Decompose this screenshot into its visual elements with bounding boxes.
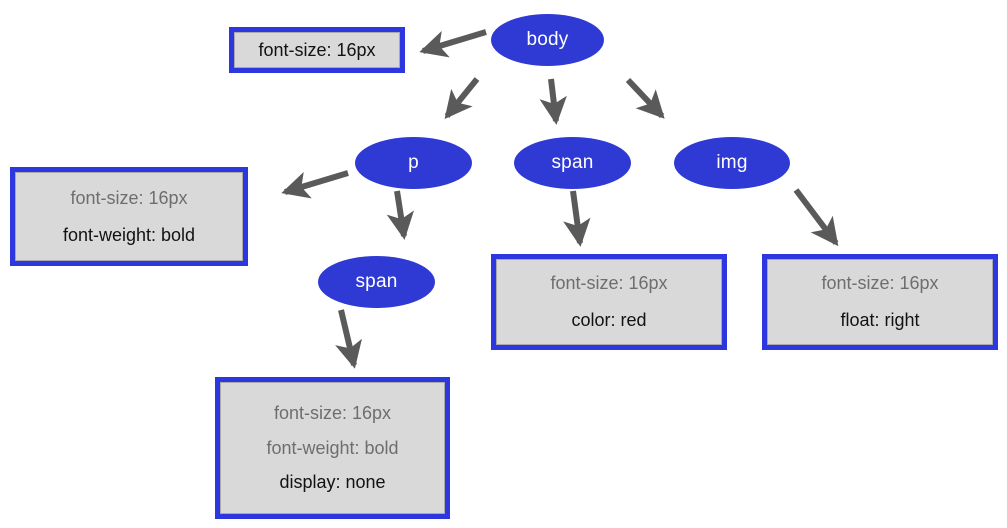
node-img-label: img [716, 152, 748, 173]
prop-item: font-size: 16px [258, 39, 376, 60]
propbox-span-nested[interactable]: font-size: 16px font-weight: bold displa… [215, 377, 450, 519]
node-img[interactable]: img [674, 137, 790, 189]
edge-img-to-img-props [793, 188, 839, 247]
edge-p-to-span-nested [386, 190, 414, 240]
propbox-span-top[interactable]: font-size: 16px color: red [491, 254, 727, 350]
propbox-span-nested-inner: font-size: 16px font-weight: bold displa… [220, 382, 445, 514]
prop-item: font-size: 16px [821, 273, 939, 294]
node-body[interactable]: body [491, 14, 604, 66]
edge-span-nested-to-span-nested-props [335, 309, 362, 369]
node-span-nested-label: span [355, 271, 398, 292]
prop-item: font-size: 16px [70, 187, 188, 208]
prop-item: font-weight: bold [62, 224, 196, 245]
node-p[interactable]: p [355, 137, 472, 189]
propbox-p-inner: font-size: 16px font-weight: bold [15, 172, 243, 261]
propbox-body-inner: font-size: 16px [234, 32, 400, 68]
propbox-span-top-inner: font-size: 16px color: red [496, 259, 722, 345]
edge-body-to-p [444, 77, 480, 120]
prop-item: font-weight: bold [266, 437, 399, 458]
prop-item: font-size: 16px [550, 273, 668, 294]
propbox-img-inner: font-size: 16px float: right [767, 259, 993, 345]
propbox-img[interactable]: font-size: 16px float: right [762, 254, 998, 350]
edge-body-to-img [625, 77, 665, 119]
edge-body-to-body-props [419, 29, 487, 58]
node-span-top-label: span [551, 152, 594, 173]
edge-span-top-to-span-top-props [563, 190, 591, 247]
prop-item: font-size: 16px [273, 402, 392, 423]
node-p-label: p [408, 152, 419, 173]
prop-item: float: right [840, 310, 920, 330]
prop-item: color: red [571, 310, 647, 330]
edge-p-to-p-props [281, 170, 349, 199]
node-body-label: body [526, 29, 569, 50]
node-span-top[interactable]: span [514, 137, 631, 189]
node-span-nested[interactable]: span [318, 256, 435, 308]
edge-body-to-span-top [539, 78, 567, 125]
propbox-body[interactable]: font-size: 16px [229, 27, 405, 73]
propbox-p[interactable]: font-size: 16px font-weight: bold [10, 167, 248, 266]
prop-item: display: none [279, 472, 386, 493]
